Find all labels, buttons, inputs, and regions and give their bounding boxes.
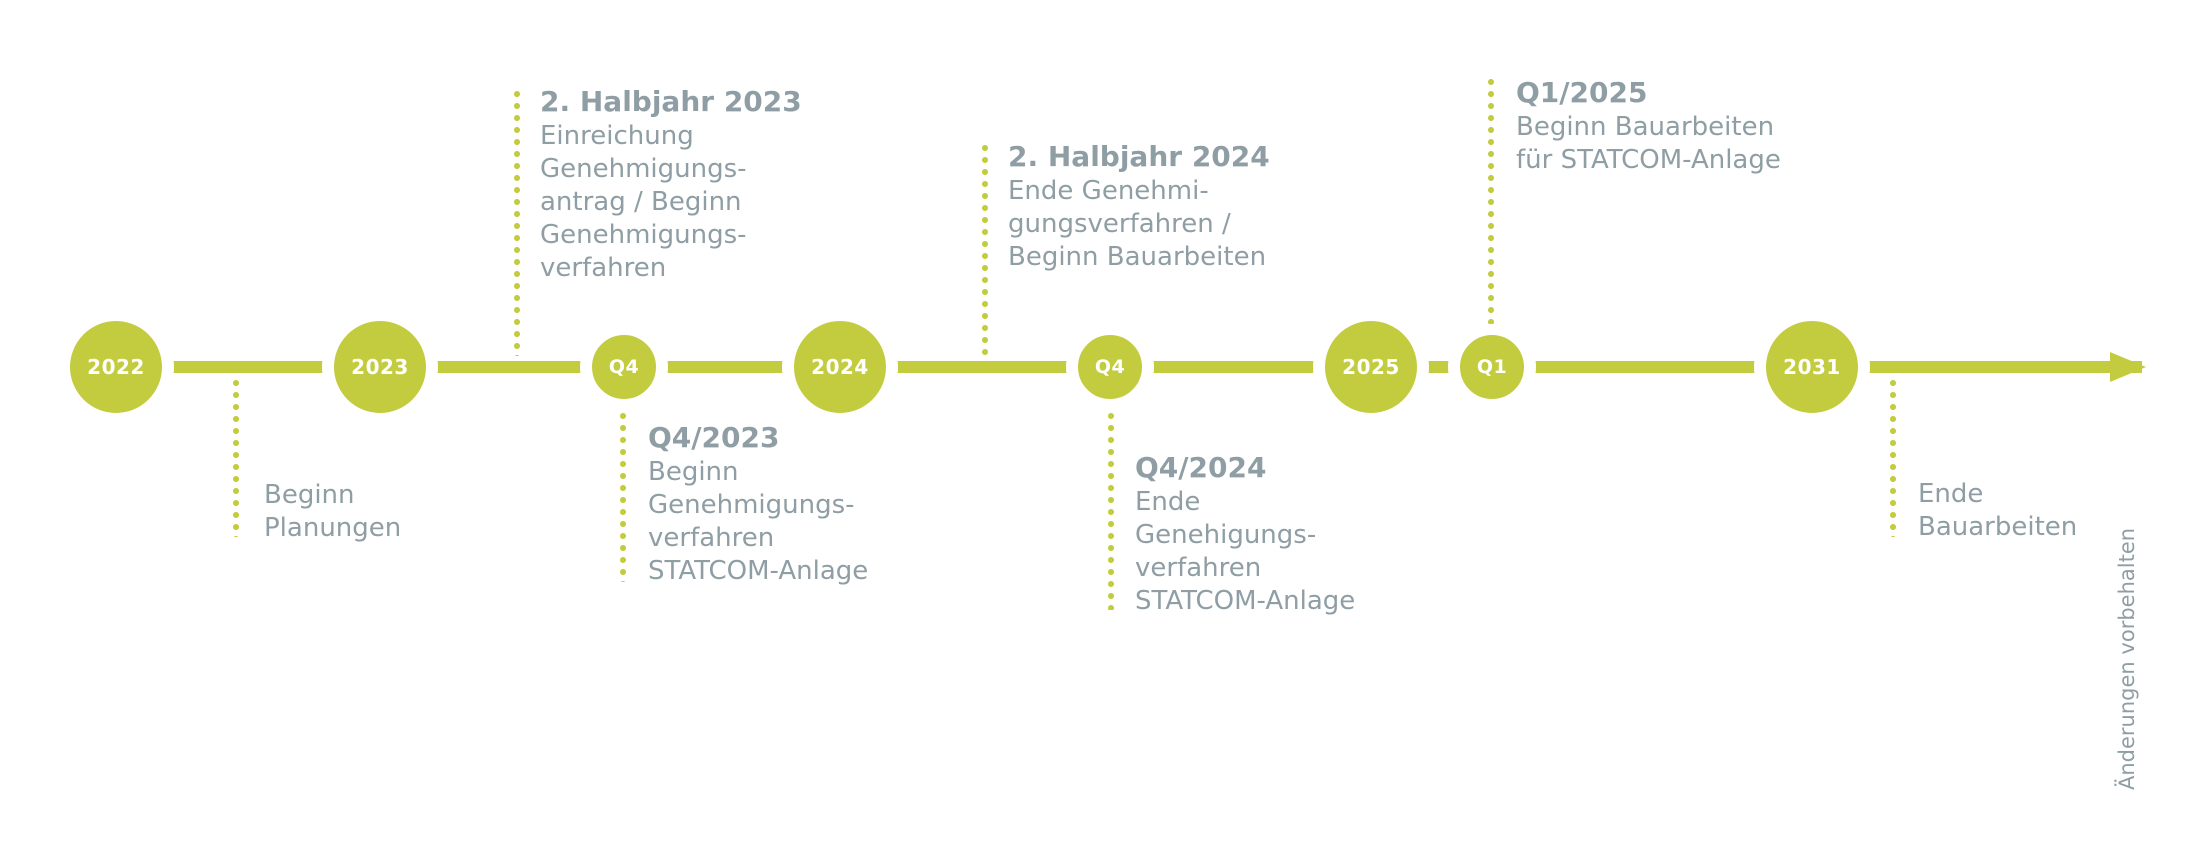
milestone-2031: 2031: [1754, 309, 1870, 425]
event-title: 2. Halbjahr 2024: [1008, 140, 1270, 173]
event-line: STATCOM-Anlage: [1135, 586, 1356, 616]
milestone-label: 2023: [351, 355, 409, 379]
event-line: Bauarbeiten: [1918, 512, 2078, 542]
event-h2-2024: 2. Halbjahr 2024 Ende Genehmi- gungsverf…: [1008, 139, 1270, 274]
event-title: Q4/2023: [648, 421, 780, 454]
event-line: Ende Genehmi-: [1008, 176, 1209, 206]
arrow-head-icon: [2110, 352, 2146, 382]
event-line: Einreichung: [540, 121, 694, 151]
milestone-2023: 2023: [322, 309, 438, 425]
event-line: verfahren: [1135, 553, 1262, 583]
event-line: STATCOM-Anlage: [648, 556, 869, 586]
event-line: Beginn Bauarbeiten: [1008, 242, 1267, 272]
connector-dots: [1108, 410, 1114, 610]
connector-dots: [233, 377, 239, 537]
event-line: Beginn: [264, 480, 355, 510]
event-q4-2024: Q4/2024 Ende Genehigungs- verfahren STAT…: [1135, 450, 1355, 618]
event-q4-2023: Q4/2023 Beginn Genehmigungs- verfahren S…: [648, 420, 868, 588]
event-line: verfahren: [540, 253, 667, 283]
milestone-label: Q4: [608, 356, 640, 378]
milestone-2022: 2022: [58, 309, 174, 425]
event-line: Ende: [1918, 479, 1984, 509]
event-line: Genehmigungs-: [540, 220, 747, 250]
milestone-q4-2023: Q4: [580, 323, 668, 411]
milestone-label: 2025: [1342, 355, 1400, 379]
connector-dots: [1488, 76, 1494, 324]
disclaimer-text: Änderungen vorbehalten: [2115, 527, 2139, 790]
milestone-q1-2025: Q1: [1448, 323, 1536, 411]
milestone-label: Q1: [1476, 356, 1508, 378]
event-title: Q1/2025: [1516, 76, 1648, 109]
event-h2-2023: 2. Halbjahr 2023 Einreichung Genehmigung…: [540, 84, 802, 285]
event-line: Beginn Bauarbeiten: [1516, 112, 1775, 142]
milestone-label: Q4: [1094, 356, 1126, 378]
connector-dots: [514, 88, 520, 356]
event-line: Genehigungs-: [1135, 520, 1317, 550]
event-line: für STATCOM-Anlage: [1516, 145, 1781, 175]
event-q1-2025: Q1/2025 Beginn Bauarbeiten für STATCOM-A…: [1516, 75, 1781, 177]
event-line: Genehmigungs-: [540, 154, 747, 184]
event-line: Planungen: [264, 513, 402, 543]
connector-dots: [620, 410, 626, 582]
event-line: Ende: [1135, 487, 1201, 517]
milestone-label: 2024: [811, 355, 869, 379]
milestone-2024: 2024: [782, 309, 898, 425]
connector-dots: [982, 142, 988, 356]
event-ende-bauarbeiten: Ende Bauarbeiten: [1918, 478, 2077, 544]
event-line: verfahren: [648, 523, 775, 553]
event-line: antrag / Beginn: [540, 187, 742, 217]
milestone-2025: 2025: [1313, 309, 1429, 425]
event-line: gungsverfahren /: [1008, 209, 1231, 239]
event-beginn-planungen: Beginn Planungen: [264, 479, 401, 545]
milestone-label: 2022: [87, 355, 145, 379]
event-line: Beginn: [648, 457, 739, 487]
connector-dots: [1890, 377, 1896, 537]
event-title: Q4/2024: [1135, 451, 1267, 484]
milestone-label: 2031: [1783, 355, 1841, 379]
event-line: Genehmigungs-: [648, 490, 855, 520]
event-title: 2. Halbjahr 2023: [540, 85, 802, 118]
milestone-q4-2024: Q4: [1066, 323, 1154, 411]
